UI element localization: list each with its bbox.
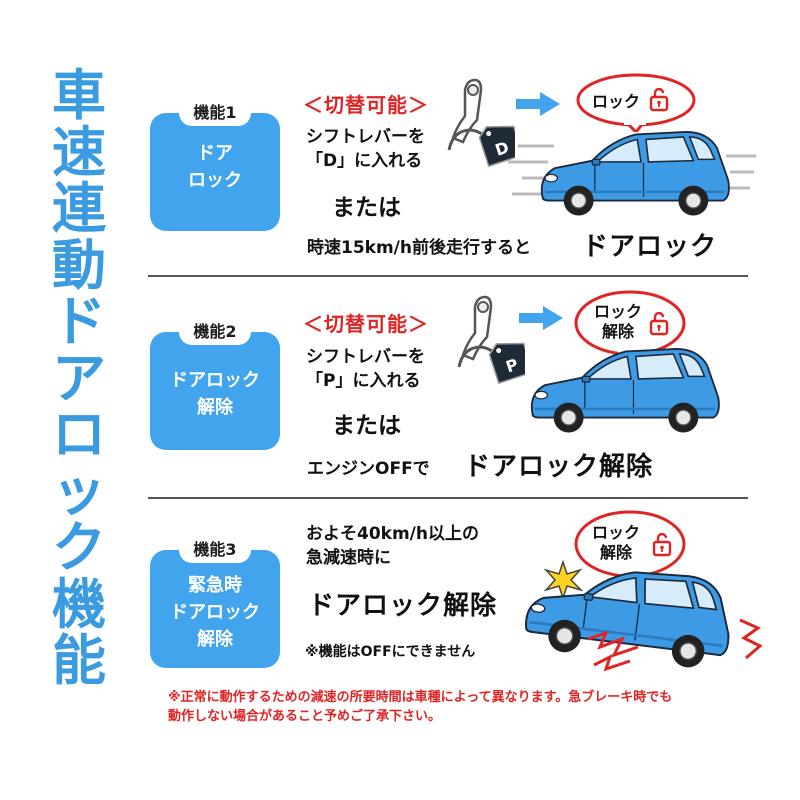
condition-2: エンジンOFFで	[307, 459, 430, 479]
feature-name-3: 緊急時 ドアロック 解除	[170, 575, 260, 650]
switchable-note-2: ＜切替可能＞	[303, 312, 429, 336]
or-label-2: または	[332, 413, 401, 439]
feature-name-1: ドア ロック	[188, 143, 242, 191]
lock-bubble-text-1: ロック	[591, 92, 640, 111]
padlock-icon	[649, 312, 669, 336]
condition-1: 時速15km/h前後走行すると	[307, 238, 531, 258]
instruction-1: シフトレバーを 「D」に入れる	[306, 127, 425, 171]
section-divider	[148, 497, 748, 499]
section-divider	[148, 275, 748, 277]
skid-mark-icon	[739, 618, 763, 660]
result-emergency-unlock: ドアロック解除	[308, 591, 498, 621]
or-label-1: または	[332, 195, 401, 221]
shift-letter-d: D	[493, 138, 512, 160]
padlock-icon	[649, 88, 669, 112]
skid-mark-icon	[587, 630, 639, 672]
unlock-bubble-text-3: ロック 解除	[591, 523, 640, 562]
car-icon	[540, 130, 731, 217]
result-door-unlock: ドアロック解除	[464, 452, 654, 482]
page-title: 車速連動ドアロック機能	[52, 64, 106, 692]
unlock-bubble-text-2: ロック 解除	[593, 302, 642, 341]
instruction-2: シフトレバーを 「P」に入れる	[306, 347, 425, 391]
cannot-turn-off-note: ※機能はOFFにできません	[305, 644, 476, 660]
switchable-note-1: ＜切替可能＞	[303, 93, 429, 117]
shift-lever-d-icon: D	[447, 78, 515, 168]
feature-tab-1: 機能1	[179, 100, 251, 126]
feature-tab-3: 機能3	[179, 537, 251, 563]
arrow-right-icon	[519, 306, 563, 330]
lock-bubble-1	[576, 73, 696, 132]
feature-badge-3: 機能3 緊急時 ドアロック 解除	[150, 537, 280, 668]
feature-badge-2: 機能2 ドアロック 解除	[150, 319, 280, 450]
feature-name-2: ドアロック 解除	[170, 370, 260, 418]
padlock-icon	[652, 533, 672, 557]
result-door-lock: ドアロック	[582, 232, 718, 262]
arrow-right-icon	[516, 92, 560, 116]
feature-badge-1: 機能1 ドア ロック	[150, 100, 280, 231]
speed-lines-icon	[726, 154, 756, 190]
shift-lever-p-icon: P	[457, 295, 525, 385]
instruction-3: およそ40km/h以上の 急減速時に	[306, 524, 479, 568]
car-icon	[530, 347, 721, 434]
feature-tab-2: 機能2	[179, 319, 251, 345]
footer-disclaimer: ※正常に動作するための減速の所要時間は車種によって異なります。急ブレーキ時でも …	[168, 690, 673, 724]
